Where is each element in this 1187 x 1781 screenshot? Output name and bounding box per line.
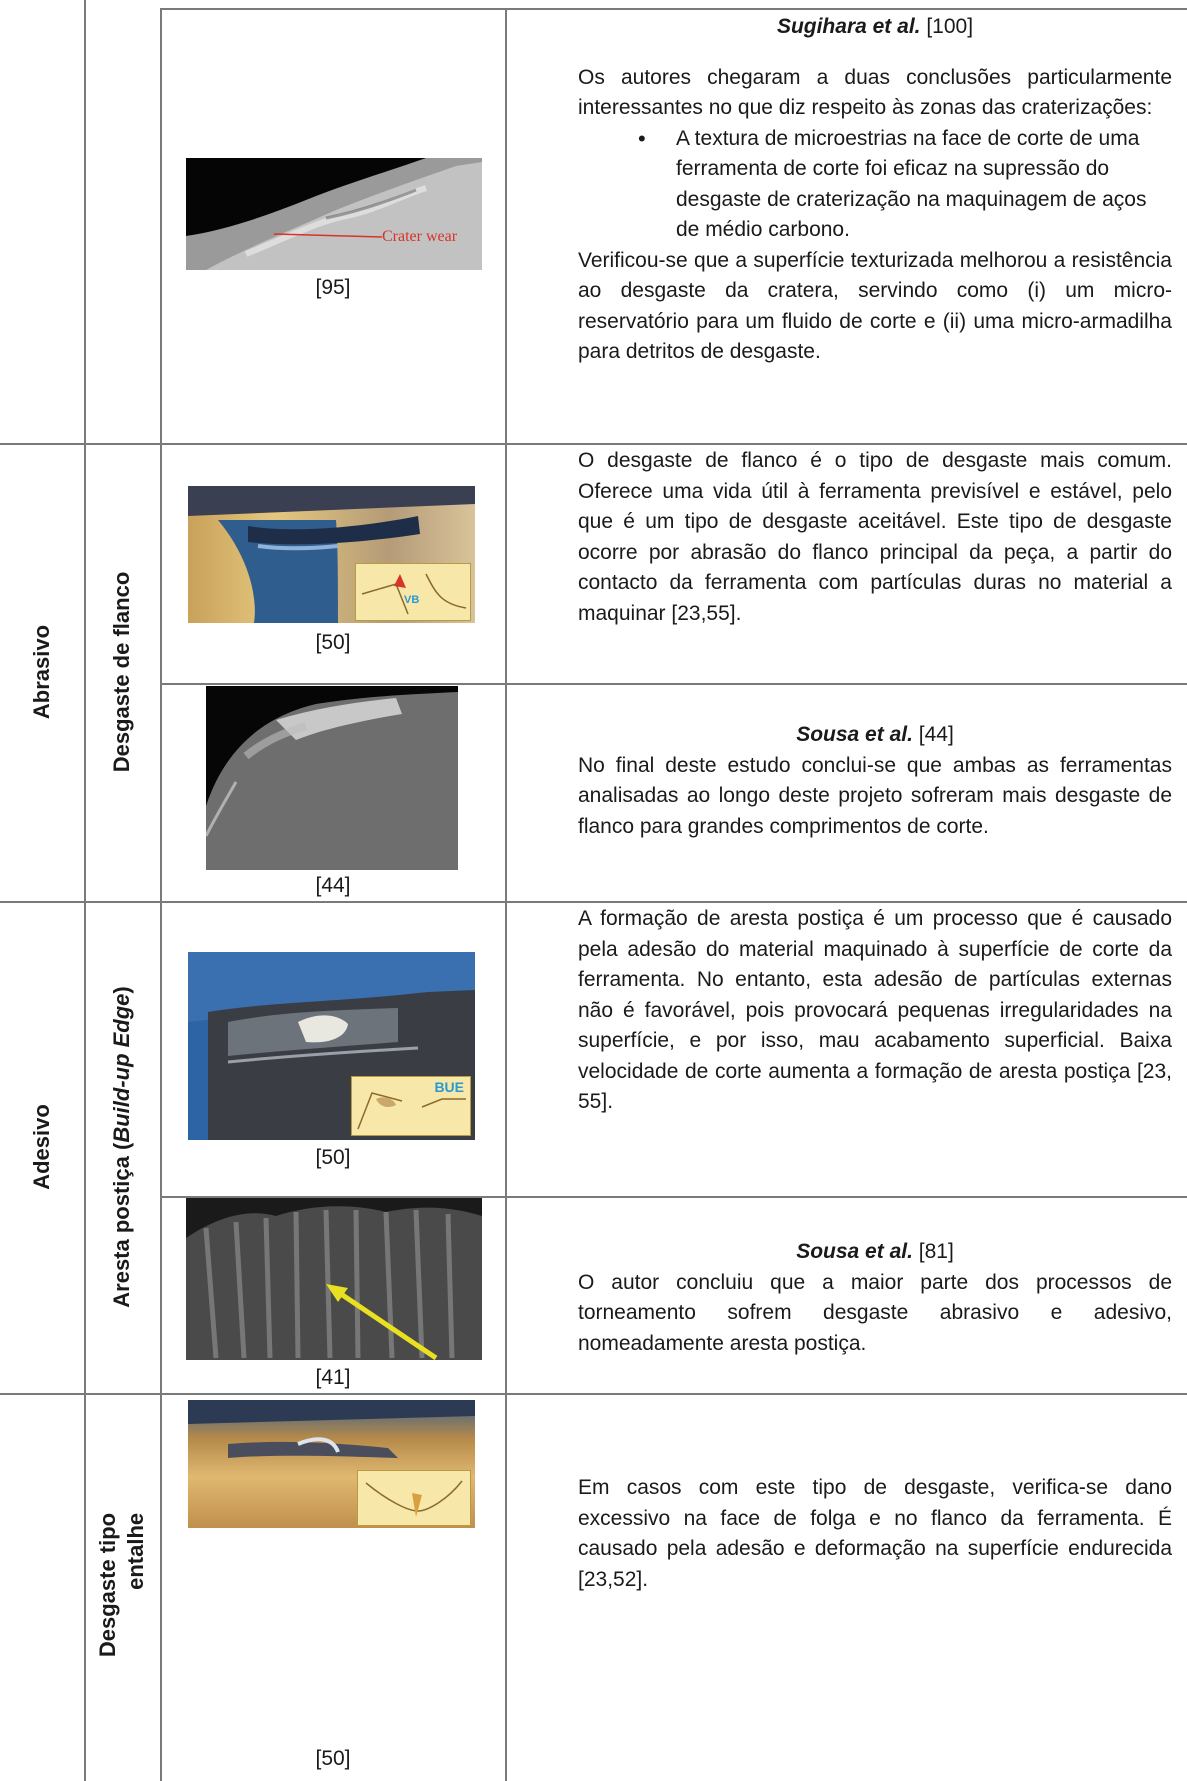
bue-inset-diagram: BUE [351,1076,471,1136]
notch-wear-photo [188,1400,475,1528]
wear-type-label-bue: Aresta postiça (Build-up Edge) [108,986,136,1307]
grid-row-line-1 [0,443,1187,445]
grid-row-line-top [160,8,1187,10]
crater-intro-text: Os autores chegaram a duas conclusões pa… [578,65,1172,120]
notch-inset-diagram [357,1470,471,1526]
bue-description: A formação de aresta postiça é um proces… [578,904,1172,1118]
mechanism-label-abrasivo: Abrasivo [29,624,54,720]
crater-wear-photo: Crater wear [186,158,482,270]
sousa-81-ref-number: [81] [918,1240,954,1263]
sousa-44-title: Sousa et al. [44] [578,720,1172,751]
flank-wear-text: O desgaste de flanco é o tipo de desgast… [578,449,1172,625]
flank-wear-inset-diagram: VB [355,563,471,621]
crater-ref-author: Sugihara et al. [776,15,921,38]
sousa-81-description: Sousa et al. [81] O autor concluiu que a… [578,1237,1172,1359]
sousa-44-author: Sousa et al. [796,723,913,746]
flank-wear-inset-label: VB [404,594,420,606]
sousa-44-description: Sousa et al. [44] No final deste estudo … [578,720,1172,842]
flank-wear-micrograph [206,686,458,870]
flank-micrograph-caption: [44] [315,874,351,897]
notch-wear-description: Em casos com este tipo de desgaste, veri… [578,1473,1172,1595]
bue-micrograph [186,1198,482,1360]
sousa-81-title: Sousa et al. [81] [578,1237,1172,1268]
crater-reference-title: Sugihara et al. [100] [578,12,1172,43]
grid-row-line-2 [0,901,1187,903]
bue-inset-label: BUE [434,1079,464,1095]
bue-text: A formação de aresta postiça é um proces… [578,907,1172,1113]
flank-wear-photo: VB [188,486,475,623]
crater-bullet-list: A textura de microestrias na face de cor… [578,124,1172,246]
grid-row-line-1b [160,683,1187,685]
notch-label-line-1: Desgaste tipo [95,1512,120,1658]
grid-row-line-2b [160,1196,1187,1198]
crater-bullet-item: A textura de microestrias na face de cor… [638,124,1172,246]
bue-label-prefix: Aresta postiça ( [109,1142,134,1308]
sousa-81-author: Sousa et al. [796,1240,913,1263]
bue-label-suffix: ) [109,986,134,994]
crater-ref-number: [100] [926,15,974,38]
wear-type-label-flank: Desgaste de flanco [109,571,134,773]
flank-wear-description: O desgaste de flanco é o tipo de desgast… [578,446,1172,629]
grid-col-line-1 [84,0,86,1781]
crater-description: Sugihara et al. [100] Os autores chegara… [578,12,1172,368]
bue-micrograph-caption: [41] [315,1366,351,1389]
mechanism-label-adesivo: Adesivo [29,1104,54,1190]
bue-photo-caption: [50] [315,1146,351,1169]
flank-photo-caption: [50] [315,631,351,654]
wear-type-label-notch: Desgaste tipo entalhe [94,1513,150,1657]
sousa-44-ref-number: [44] [918,723,954,746]
grid-col-line-2 [160,8,162,1781]
bue-label-italic: Build-up Edge [109,993,134,1143]
bue-photo: BUE [188,952,475,1140]
grid-col-line-3 [505,8,507,1781]
crater-photo-caption: [95] [315,276,351,299]
sousa-44-text: No final deste estudo conclui-se que amb… [578,753,1172,838]
sousa-81-text: O autor concluiu que a maior parte dos p… [578,1270,1172,1355]
notch-wear-text: Em casos com este tipo de desgaste, veri… [578,1476,1172,1591]
notch-label-line-2: entalhe [123,1512,148,1590]
crater-wear-overlay-label: Crater wear [382,228,458,245]
grid-row-line-3 [0,1393,1187,1395]
crater-conclusion-text: Verificou-se que a superfície texturizad… [578,248,1172,364]
notch-photo-caption: [50] [315,1747,351,1770]
